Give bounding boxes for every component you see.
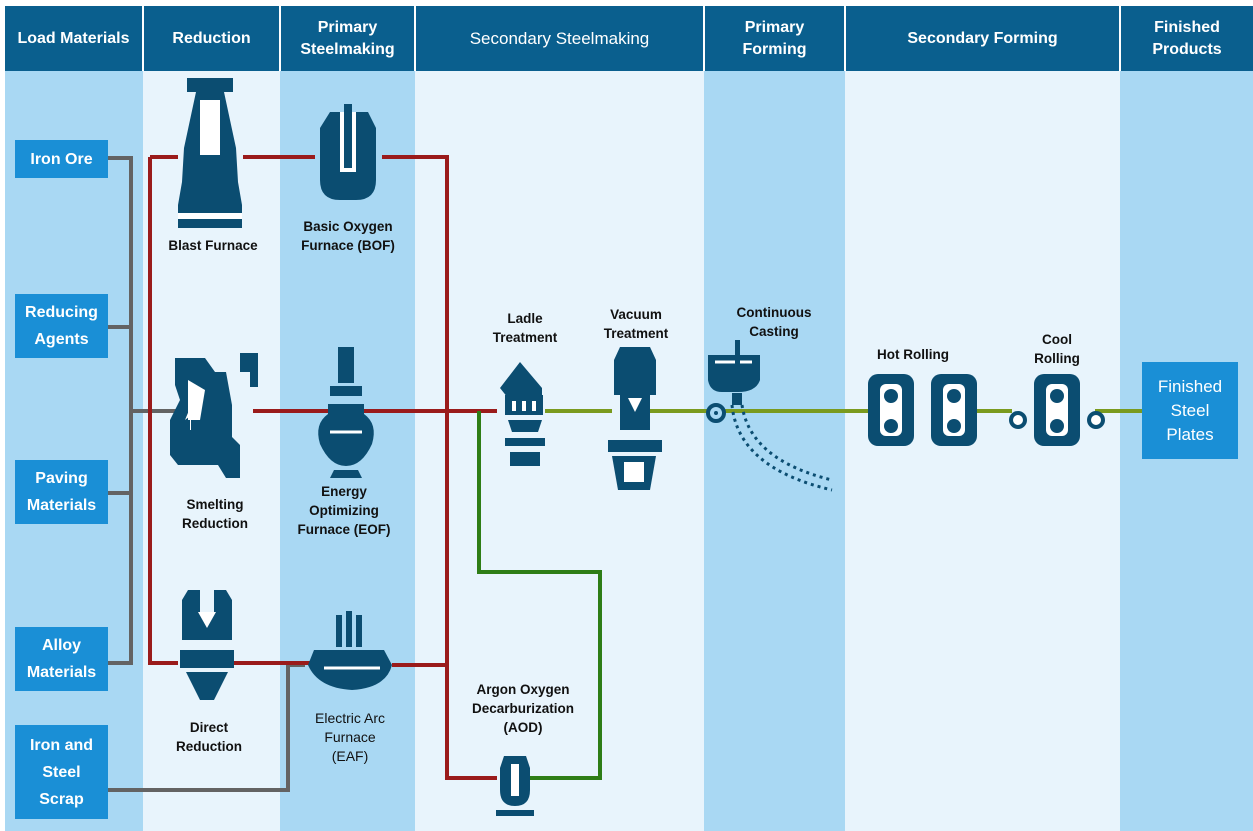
column-secondary-forming [845, 71, 1120, 831]
header-secondary-forming: Secondary Forming [846, 6, 1119, 71]
label-ladle-treatment: Ladle Treatment [492, 311, 558, 345]
label-eof: Energy Optimizing Furnace (EOF) [297, 484, 391, 537]
input-paving-materials: Paving Materials [15, 460, 108, 524]
input-reducing-agents: Reducing Agents [15, 294, 108, 358]
label-eaf: Electric Arc Furnace (EAF) [314, 710, 386, 764]
smelting-reduction-icon [170, 353, 258, 478]
header-reduction: Reduction [144, 6, 279, 71]
label-vacuum-treatment: Vacuum Treatment [603, 307, 669, 341]
direct-reduction-icon [180, 590, 234, 700]
continuous-casting-icon [706, 340, 833, 492]
aod-loop-lines [477, 411, 602, 780]
aod-icon [496, 756, 534, 816]
vacuum-icon [608, 347, 662, 490]
bof-icon [320, 104, 376, 200]
label-cool-rolling: Cool Rolling [1034, 332, 1080, 366]
input-iron-ore: Iron Ore [15, 140, 108, 178]
column-load-materials [5, 71, 143, 831]
output-finished-steel-plates: Finished Steel Plates [1142, 362, 1238, 459]
header-finished-products: Finished Products [1121, 6, 1253, 71]
blast-furnace-icon [178, 78, 242, 228]
input-iron-steel-scrap: Iron and Steel Scrap [15, 725, 108, 819]
header-secondary-steelmaking: Secondary Steelmaking [416, 6, 703, 71]
header-load-materials: Load Materials [5, 6, 142, 71]
eof-icon [318, 347, 374, 478]
input-alloy-materials: Alloy Materials [15, 627, 108, 691]
header-primary-forming: Primary Forming [705, 6, 844, 71]
label-smelting-reduction: Smelting Reduction [182, 497, 248, 531]
label-direct-reduction: Direct Reduction [176, 720, 242, 754]
column-primary-forming [704, 71, 845, 831]
label-aod: Argon Oxygen Decarburization (AOD) [471, 682, 575, 735]
label-hot-rolling: Hot Rolling [877, 347, 949, 362]
ladle-icon [500, 362, 545, 466]
cool-rolling-icon [1009, 374, 1105, 446]
eaf-icon [308, 611, 392, 690]
hot-rolling-icon [868, 374, 977, 446]
hot-metal-lines [148, 155, 497, 780]
label-bof: Basic Oxygen Furnace (BOF) [301, 219, 395, 253]
header-primary-steelmaking: Primary Steelmaking [281, 6, 414, 71]
label-blast-furnace: Blast Furnace [168, 238, 258, 253]
label-continuous-casting: Continuous Casting [736, 305, 812, 339]
